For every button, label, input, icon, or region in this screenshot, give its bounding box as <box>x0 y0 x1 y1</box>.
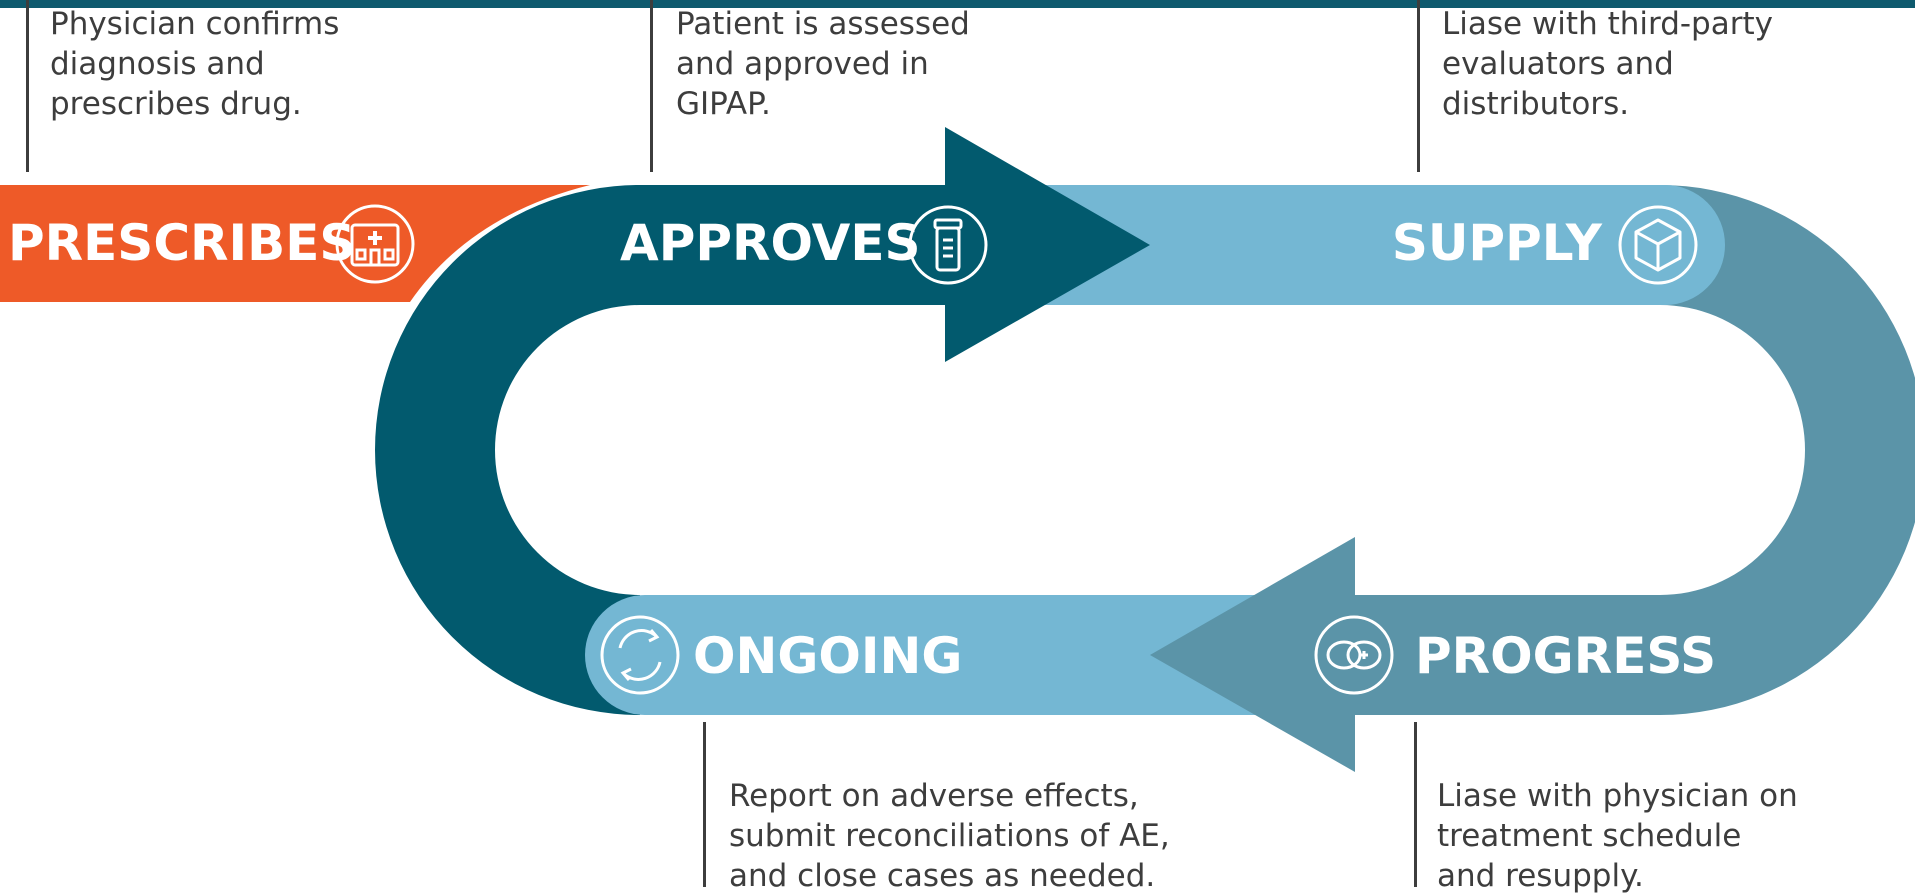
description-line: Liase with physician on <box>1437 778 1798 814</box>
ongoing-description: Report on adverse effects, submit reconc… <box>729 776 1170 896</box>
approves-loop <box>375 127 1150 715</box>
progress-label: PROGRESS <box>1415 627 1716 685</box>
ongoing-band <box>585 595 1355 715</box>
description-line: Patient is assessed <box>676 6 970 42</box>
progress-connector <box>1414 722 1417 887</box>
pill-bottle-icon <box>908 205 988 285</box>
description-line: Liase with third-party <box>1442 6 1773 42</box>
progress-arrow-head <box>1150 537 1355 772</box>
hospital-icon <box>335 204 415 284</box>
supply-label: SUPPLY <box>1392 214 1603 272</box>
cycle-icon <box>600 615 680 695</box>
prescribes-label: PRESCRIBES <box>8 214 355 272</box>
ongoing-connector <box>703 722 706 887</box>
prescribes-band <box>0 185 590 302</box>
box-icon <box>1618 205 1698 285</box>
description-line: Report on adverse effects, <box>729 778 1139 814</box>
description-line: prescribes drug. <box>50 86 302 122</box>
description-line: and close cases as needed. <box>729 858 1156 894</box>
supply-description: Liase with third-party evaluators and di… <box>1442 4 1773 124</box>
prescribes-connector <box>26 0 29 172</box>
description-line: Physician confirms <box>50 6 340 42</box>
description-line: diagnosis and <box>50 46 265 82</box>
pills-icon <box>1314 615 1394 695</box>
prescribes-description: Physician confirms diagnosis and prescri… <box>50 4 339 124</box>
top-bar <box>0 0 1915 8</box>
supply-connector <box>1417 0 1420 172</box>
description-line: and resupply. <box>1437 858 1644 894</box>
approves-description: Patient is assessed and approved in GIPA… <box>676 4 970 124</box>
description-line: and approved in <box>676 46 929 82</box>
description-line: submit reconciliations of AE, <box>729 818 1170 854</box>
approves-connector <box>650 0 653 172</box>
description-line: distributors. <box>1442 86 1630 122</box>
description-line: treatment schedule <box>1437 818 1742 854</box>
description-line: evaluators and <box>1442 46 1674 82</box>
ongoing-label: ONGOING <box>693 627 962 685</box>
supply-band <box>1040 185 1725 305</box>
approves-label: APPROVES <box>620 214 921 272</box>
progress-description: Liase with physician on treatment schedu… <box>1437 776 1798 896</box>
progress-loop <box>1355 185 1915 715</box>
description-line: GIPAP. <box>676 86 771 122</box>
